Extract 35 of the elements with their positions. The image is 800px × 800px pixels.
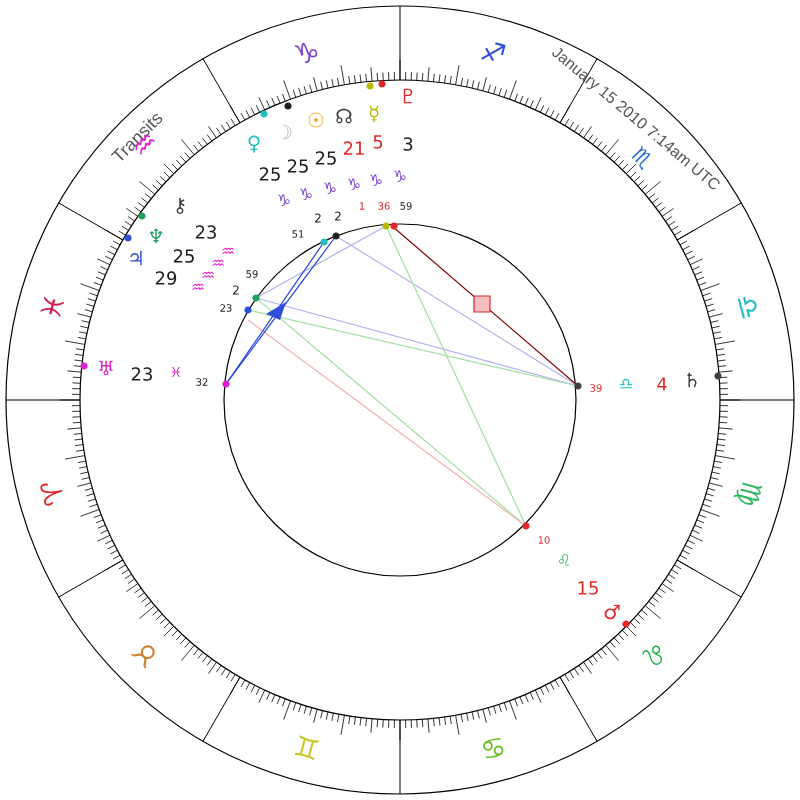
degree-number: 3	[403, 137, 413, 151]
degree-number: 25	[315, 151, 336, 165]
zodiac-sign: ♓	[40, 296, 65, 318]
planet-symbol: ♃	[130, 250, 142, 266]
planet-symbol: ♀	[248, 135, 260, 153]
planet-symbol: ♇	[403, 88, 413, 104]
degree-number: 23	[195, 225, 216, 239]
degree-number: 25	[259, 167, 280, 181]
zodiac-sign: ♉	[131, 645, 155, 669]
planet-symbol: ♂	[604, 604, 620, 620]
degree-number: 5	[373, 135, 383, 149]
degree-number: 4	[657, 377, 667, 391]
zodiac-sign: ♌	[642, 645, 663, 665]
zodiac-sign: ♈	[40, 483, 63, 506]
planet-symbol: ♄	[687, 372, 697, 388]
zodiac-sign: ♐	[481, 42, 506, 62]
degree-number: 25	[287, 159, 308, 173]
degree-number: 23	[131, 367, 152, 381]
degree-number: 25	[173, 249, 194, 263]
planet-symbol: ♆	[149, 228, 163, 244]
planet-symbol: ☽	[282, 124, 292, 140]
zodiac-sign: ♎	[737, 297, 757, 319]
degree-number: 21	[343, 141, 364, 155]
planet-symbol: ☉	[308, 112, 324, 128]
zodiac-sign: ♋	[483, 738, 504, 759]
planet-symbol: ☿	[369, 105, 379, 123]
zodiac-sign: ♍	[733, 482, 763, 505]
planet-symbol: ♅	[99, 360, 113, 376]
degree-number: 15	[578, 581, 598, 595]
zodiac-sign: ♑	[294, 42, 318, 64]
zodiac-sign: ♏	[631, 145, 651, 170]
degree-number: 29	[155, 271, 177, 285]
planet-symbol: ⚷	[176, 197, 185, 215]
planet-symbol: ☊	[336, 108, 352, 124]
zodiac-sign: ♊	[294, 735, 319, 761]
